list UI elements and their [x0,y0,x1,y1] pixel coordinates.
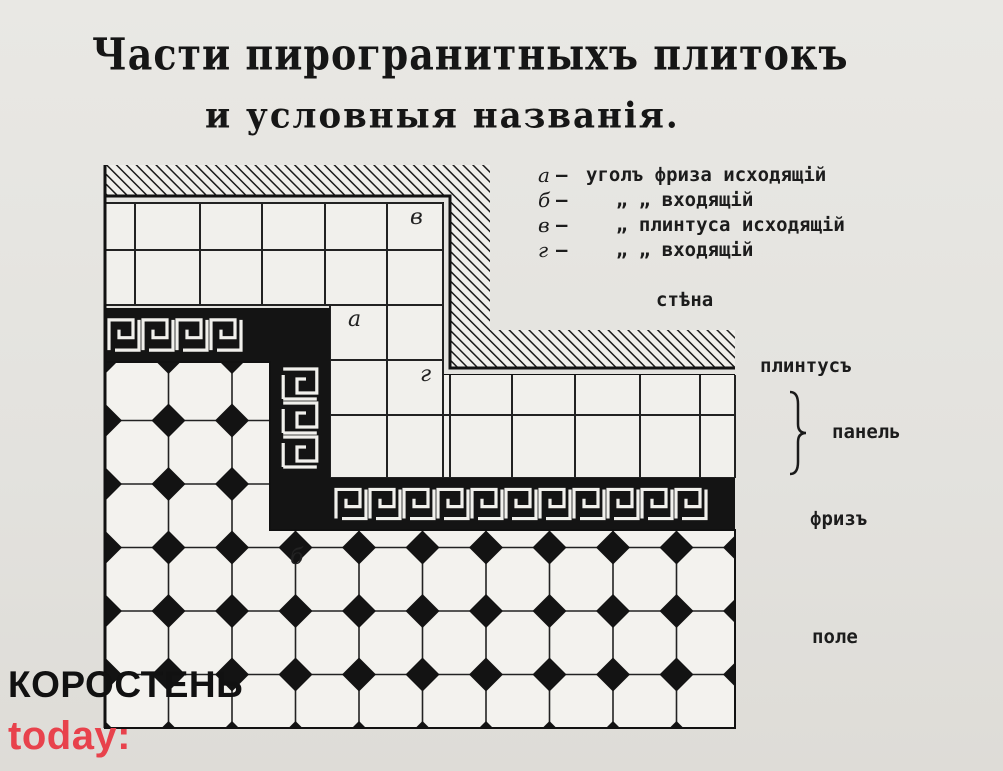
brand-name: КОРОСТЕНЬ [8,664,244,705]
greek-key-motif [470,487,504,521]
legend-letter: в [538,213,550,237]
greek-key-motif [674,487,708,521]
field-diamond-tile [405,657,440,692]
field-diamond-tile [596,657,630,692]
field-diamond-tile [532,530,567,565]
greek-key-motif [538,487,572,521]
greek-key-motif [402,487,436,521]
greek-key-motif [368,487,402,521]
legend-letter: б [538,188,551,212]
field-diamond-tile [151,403,186,438]
field-diamond-tile [342,594,376,628]
legend-item: б — „ „ входящій [538,188,754,212]
field-diamond-tile [105,403,122,438]
field-diamond-tile [469,657,503,692]
field-diamond-tile [105,657,122,692]
greek-key-motif [436,487,470,521]
greek-key-motif [209,318,243,352]
field-diamond-tile [215,467,249,501]
legend-text: уголъ фриза исходящій [586,164,827,186]
field-diamond-tile [105,530,122,565]
legend-text: „ „ входящій [616,239,754,261]
greek-key-motif [606,487,640,521]
legend: а — уголъ фриза исходящій б — „ „ входящ… [538,163,958,263]
field-diamond-tile [151,530,186,565]
legend-letter: а [538,163,550,187]
field-diamond-tile [215,403,249,438]
field-diamond-tile [215,362,249,374]
field-diamond-tile [723,657,735,692]
field-diamond-tile [405,594,440,628]
greek-key-motif [504,487,538,521]
field-diamond-tile [659,657,694,692]
field-diamond-tile [596,594,630,628]
field-diamond-tile [151,467,186,501]
panel-brace [789,390,807,476]
field-diamond-tile [151,362,186,374]
field-diamond-tile [532,594,567,628]
field-diamond-tile [723,594,735,628]
greek-key-motif [281,401,319,435]
field-diamond-tile [659,530,694,565]
greek-key-motif [572,487,606,521]
field-diamond-tile [342,657,376,692]
label-panel: панель [832,421,901,443]
legend-item: а — уголъ фриза исходящій [538,163,827,187]
field-diamond-tile [723,530,735,565]
greek-key-motif [175,318,209,352]
field-diamond-tile [151,594,186,628]
field-diamond-tile [151,657,186,692]
title-line-1: Части пирогранитныхъ плитокъ [92,28,849,80]
greek-key-motif [281,435,319,469]
greek-key-motif [334,487,368,521]
brand-suffix: today: [8,714,131,758]
field-diamond-tile [215,657,249,692]
field-diamond-tile [469,530,503,565]
greek-key-motif [281,367,319,401]
field-diamond-tile [342,530,376,565]
greek-key-motif [107,318,141,352]
greek-key-motif [640,487,674,521]
legend-letter: г [538,238,549,262]
field-diamond-tile [469,594,503,628]
field-diamond-tile [105,362,122,374]
greek-key-motif [141,318,175,352]
field-diamond-tile [596,530,630,565]
label-frieze: фризъ [810,508,868,530]
legend-text: „ „ входящій [616,189,754,211]
legend-text: „ плинтуса исходящій [616,214,845,236]
title-line-2: и условныя названія. [205,95,680,137]
field-diamond-tile [278,530,313,565]
field-diamond-tile [278,657,313,692]
diagram-letter-g: г [420,362,432,387]
field-diamond-tile [278,594,313,628]
label-field: поле [812,626,858,648]
field-diamond-tile [215,594,249,628]
field-diamond-tile [105,467,122,501]
legend-item: в — „ плинтуса исходящій [538,213,845,237]
diagram-letter-a: а [348,307,362,332]
diagram-letter-v: в [410,205,423,230]
legend-item: г — „ „ входящій [538,238,754,262]
diagram-letter-b: б [290,545,304,570]
field-diamond-tile [532,657,567,692]
label-plinth: плинтусъ [760,355,852,377]
label-wall: стѣна [656,289,714,311]
field-diamond-tile [659,594,694,628]
wall-hatch [105,165,735,368]
field-diamond-tile [105,594,122,628]
field-diamond-tile [215,530,249,565]
frieze-border [105,308,735,530]
field-diamond-tile [405,530,440,565]
